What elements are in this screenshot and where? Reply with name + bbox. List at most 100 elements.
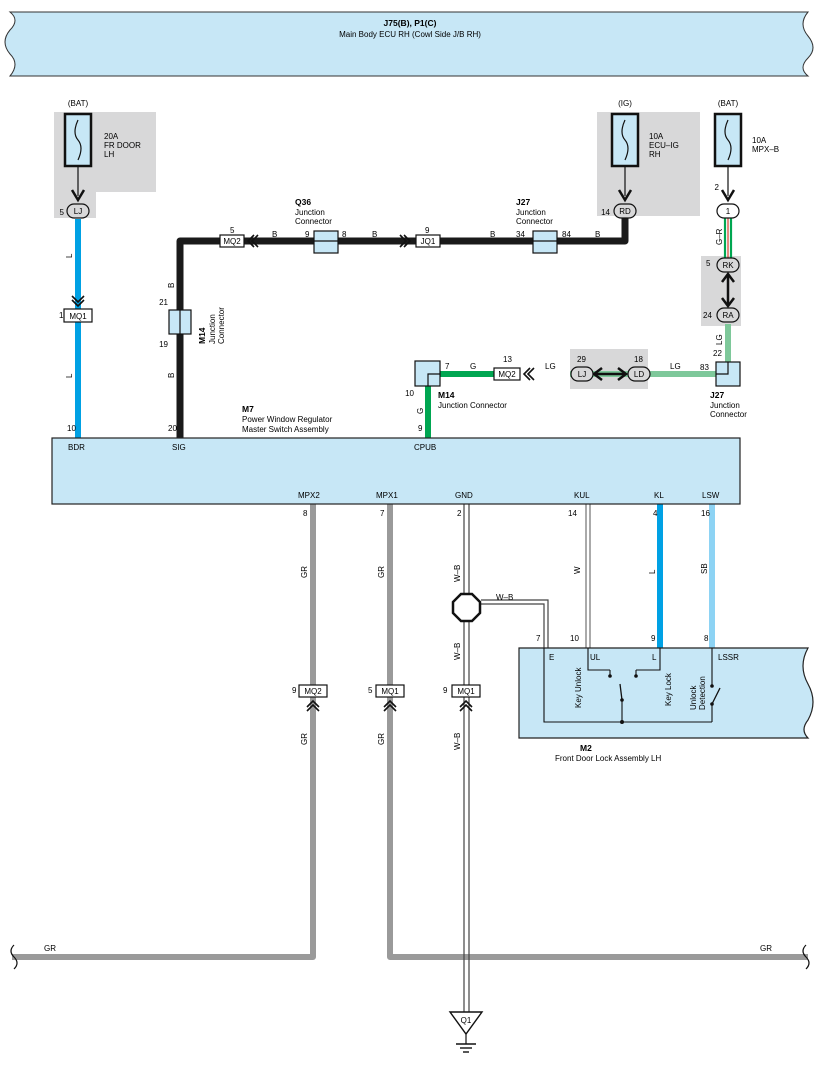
wire-wb-e[interactable] xyxy=(481,599,549,648)
inline-mq1-left[interactable]: 1 MQ1 xyxy=(59,295,93,323)
wire-label-gr: GR xyxy=(300,566,309,578)
pin-num-4: 4 xyxy=(653,509,658,518)
pin-num-7: 7 xyxy=(380,509,385,518)
svg-text:21: 21 xyxy=(159,298,168,307)
m2-pin-10: 10 xyxy=(570,634,579,643)
inline-mq1-low-a[interactable]: 5 MQ1 xyxy=(368,684,405,712)
svg-text:ECU–IG: ECU–IG xyxy=(649,141,679,150)
svg-text:Q36: Q36 xyxy=(295,197,311,207)
pin-num-16: 16 xyxy=(701,509,710,518)
wire-gr-mpx2[interactable] xyxy=(12,503,316,960)
pin-name-lsw: LSW xyxy=(702,491,720,500)
wire-label-lg: LG xyxy=(670,362,681,371)
junction-m14-left[interactable]: 21 19 M14 Junction Connector xyxy=(159,298,226,349)
svg-text:Connector: Connector xyxy=(710,410,747,419)
inline-lj-mid[interactable]: 29 LJ xyxy=(570,355,594,382)
connector-rd[interactable] xyxy=(613,203,637,219)
junction-j27-right[interactable]: 22 83 J27 Junction Connector xyxy=(700,349,747,419)
wire-label-gr-right: GR xyxy=(760,944,772,953)
m2-code: M2 xyxy=(580,743,592,753)
inline-jq1[interactable]: 9 JQ1 xyxy=(399,226,441,248)
label-unlock: Unlock xyxy=(689,685,698,710)
junction-j27-top[interactable]: J27 Junction Connector 34 84 xyxy=(516,197,571,254)
svg-text:LJ: LJ xyxy=(74,207,82,216)
inline-mq2-mid[interactable]: 13 MQ2 xyxy=(493,355,535,381)
wire-label-b: B xyxy=(595,230,600,239)
inline-mq2-top[interactable]: 5 MQ2 xyxy=(219,226,259,248)
junction-m14-mid[interactable]: 7 10 M14 Junction Connector G 9 xyxy=(405,360,507,433)
wire-label-gr: GR xyxy=(377,566,386,578)
ground-q1: Q1 xyxy=(448,1011,484,1053)
ecu-code: J75(B), P1(C) xyxy=(384,18,437,28)
wire-label-b: B xyxy=(167,373,176,378)
svg-text:M7: M7 xyxy=(242,404,254,414)
connector-1[interactable] xyxy=(716,203,740,219)
svg-text:RH: RH xyxy=(649,150,661,159)
label-key-unlock: Key Unlock xyxy=(574,667,583,708)
detection-switch-icon xyxy=(711,687,721,705)
svg-text:1: 1 xyxy=(59,311,64,320)
svg-text:Junction: Junction xyxy=(516,208,546,217)
svg-text:Junction: Junction xyxy=(208,314,217,344)
svg-text:1: 1 xyxy=(726,207,731,216)
fuse-fr-door: (BAT) 20A FR DOOR LH 5 LJ xyxy=(60,99,141,219)
m2-front-door-lock-assembly: 7 10 9 8 E UL L LSSR Key Unlock Key Lock… xyxy=(518,634,814,763)
svg-text:5: 5 xyxy=(60,208,65,217)
svg-text:MQ1: MQ1 xyxy=(381,687,399,696)
junction-q36[interactable]: Q36 Junction Connector 9 8 xyxy=(295,197,347,254)
svg-text:10: 10 xyxy=(405,389,414,398)
svg-text:7: 7 xyxy=(445,362,450,371)
svg-text:MQ2: MQ2 xyxy=(304,687,322,696)
svg-text:Master Switch Assembly: Master Switch Assembly xyxy=(242,425,329,434)
m2-pin-name-l: L xyxy=(652,653,657,662)
wire-label-b: B xyxy=(272,230,277,239)
svg-text:MQ2: MQ2 xyxy=(498,370,516,379)
pin-name-kul: KUL xyxy=(574,491,590,500)
svg-text:5: 5 xyxy=(706,259,711,268)
svg-text:LD: LD xyxy=(634,370,644,379)
svg-text:18: 18 xyxy=(634,355,643,364)
svg-text:JQ1: JQ1 xyxy=(421,237,436,246)
inline-ra[interactable]: 24 RA xyxy=(703,307,740,323)
ecu-name: Main Body ECU RH (Cowl Side J/B RH) xyxy=(339,30,481,39)
svg-text:34: 34 xyxy=(516,230,525,239)
break-mark-left xyxy=(10,944,18,970)
svg-text:(BAT): (BAT) xyxy=(718,99,739,108)
wire-gr-mpx1[interactable] xyxy=(387,503,808,960)
svg-text:9: 9 xyxy=(292,686,297,695)
svg-text:Q1: Q1 xyxy=(461,1016,472,1025)
pin-name-bdr: BDR xyxy=(68,443,85,452)
svg-text:8: 8 xyxy=(342,230,347,239)
m2-pin-name-e: E xyxy=(549,653,554,662)
pin-20-label: 20 xyxy=(168,424,177,433)
pin-name-cpub: CPUB xyxy=(414,443,436,452)
svg-text:Connector: Connector xyxy=(516,217,553,226)
wire-b-sig[interactable] xyxy=(176,216,629,438)
m2-pin-name-lssr: LSSR xyxy=(718,653,739,662)
wire-label-wb: W–B xyxy=(453,643,462,660)
svg-text:13: 13 xyxy=(503,355,512,364)
wire-label-l: L xyxy=(65,253,74,258)
svg-text:(BAT): (BAT) xyxy=(68,99,89,108)
svg-text:RD: RD xyxy=(619,207,631,216)
svg-text:LH: LH xyxy=(104,150,114,159)
wire-label-l: L xyxy=(65,373,74,378)
svg-text:9: 9 xyxy=(425,226,430,235)
inline-rk[interactable]: 5 RK xyxy=(706,257,740,273)
fuse-ecu-ig: (IG) 10A ECU–IG RH 14 RD xyxy=(601,99,679,219)
inline-mq2-low[interactable]: 9 MQ2 xyxy=(292,684,328,712)
svg-text:2: 2 xyxy=(715,183,720,192)
fuse-mpx-b: (BAT) 10A MPX–B 2 1 xyxy=(713,99,779,219)
main-body-ecu-box: J75(B), P1(C) Main Body ECU RH (Cowl Sid… xyxy=(4,11,814,77)
inline-mq1-low-b[interactable]: 9 MQ1 xyxy=(443,684,481,712)
svg-text:19: 19 xyxy=(159,340,168,349)
svg-text:5: 5 xyxy=(368,686,373,695)
wire-label-g: G xyxy=(416,408,425,414)
wire-label-l: L xyxy=(648,569,657,574)
break-mark-right xyxy=(802,944,810,970)
svg-text:10A: 10A xyxy=(752,136,767,145)
connector-lj-top[interactable] xyxy=(66,203,90,219)
svg-text:14: 14 xyxy=(601,208,610,217)
svg-text:MQ1: MQ1 xyxy=(457,687,475,696)
m2-pin-name-ul: UL xyxy=(590,653,601,662)
